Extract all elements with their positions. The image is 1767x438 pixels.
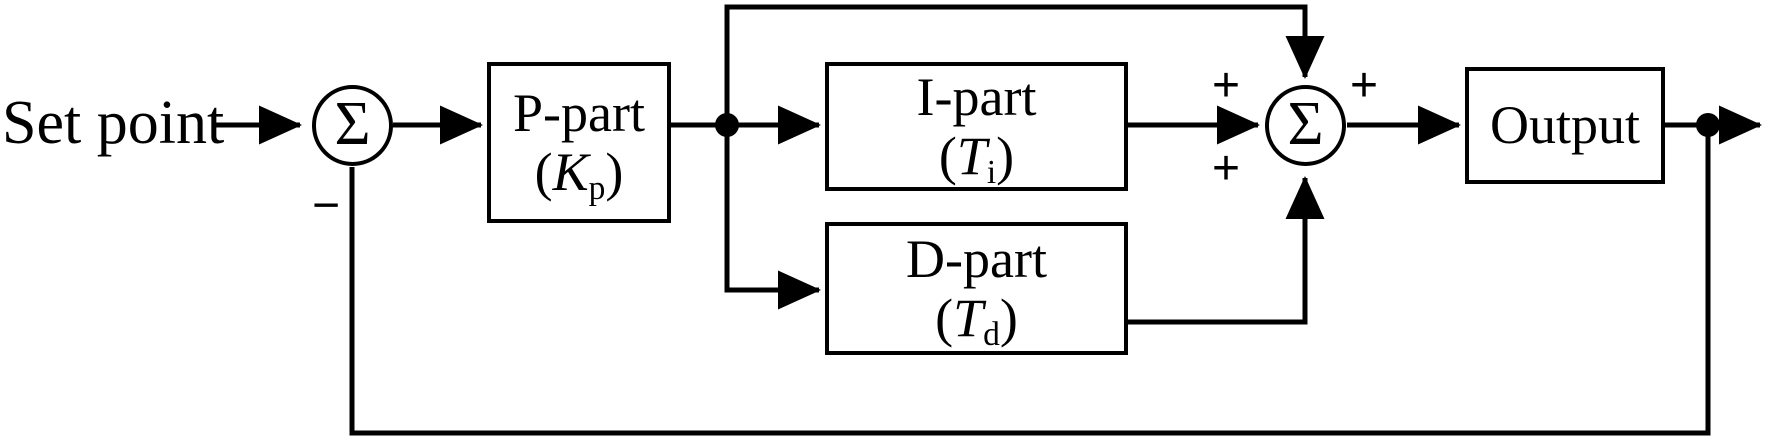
summing-junction-error[interactable]: Σ bbox=[312, 85, 393, 166]
paren-open: ( bbox=[938, 125, 957, 186]
block-d-part[interactable]: D-part (Td) bbox=[825, 222, 1128, 355]
block-d-part-label: D-part (Td) bbox=[829, 226, 1124, 351]
block-p-part-title: P-part bbox=[513, 83, 645, 144]
block-i-part-label: I-part (Ti) bbox=[829, 66, 1124, 189]
block-output-label: Output bbox=[1469, 71, 1661, 180]
block-p-part-label: P-part (Kp) bbox=[491, 66, 667, 219]
wire-branch-to-d-part bbox=[724, 125, 822, 310]
param-symbol: T bbox=[956, 125, 987, 186]
param-subscript: p bbox=[588, 169, 606, 207]
paren-open: ( bbox=[935, 287, 954, 348]
paren-close: ) bbox=[996, 125, 1015, 186]
summing-junction-control[interactable]: Σ bbox=[1265, 85, 1346, 166]
param-symbol: K bbox=[552, 141, 589, 202]
block-output[interactable]: Output bbox=[1465, 67, 1665, 184]
block-d-part-param: (Td) bbox=[935, 287, 1018, 351]
block-i-part-title: I-part bbox=[916, 67, 1037, 128]
paren-close: ) bbox=[605, 141, 624, 202]
sign-minus-error-sum: − bbox=[312, 179, 341, 232]
set-point-label: Set point bbox=[2, 89, 225, 157]
sign-plus-control-sum-upper-left: + bbox=[1212, 59, 1241, 112]
paren-open: ( bbox=[534, 141, 553, 202]
sigma-glyph: Σ bbox=[334, 89, 371, 158]
block-d-part-title: D-part bbox=[906, 229, 1047, 290]
block-p-part[interactable]: P-part (Kp) bbox=[487, 62, 671, 223]
wire-feedback-loop bbox=[349, 125, 1711, 436]
branch-node-dot bbox=[715, 113, 739, 137]
wire-d-part-to-control-sum bbox=[1127, 175, 1325, 325]
block-output-title: Output bbox=[1489, 95, 1640, 156]
paren-close: ) bbox=[999, 287, 1018, 348]
sign-plus-control-sum-lower-left: + bbox=[1212, 142, 1241, 195]
block-i-part[interactable]: I-part (Ti) bbox=[825, 62, 1128, 191]
block-p-part-param: (Kp) bbox=[534, 141, 624, 205]
output-node-dot bbox=[1696, 113, 1720, 137]
sigma-glyph: Σ bbox=[1287, 89, 1324, 158]
block-i-part-param: (Ti) bbox=[938, 125, 1015, 189]
sign-plus-control-sum-upper-right: + bbox=[1350, 59, 1379, 112]
param-subscript: d bbox=[983, 315, 1000, 353]
wire-bypass-to-control-sum bbox=[724, 4, 1325, 125]
param-symbol: T bbox=[953, 287, 984, 348]
param-subscript: i bbox=[986, 153, 997, 191]
